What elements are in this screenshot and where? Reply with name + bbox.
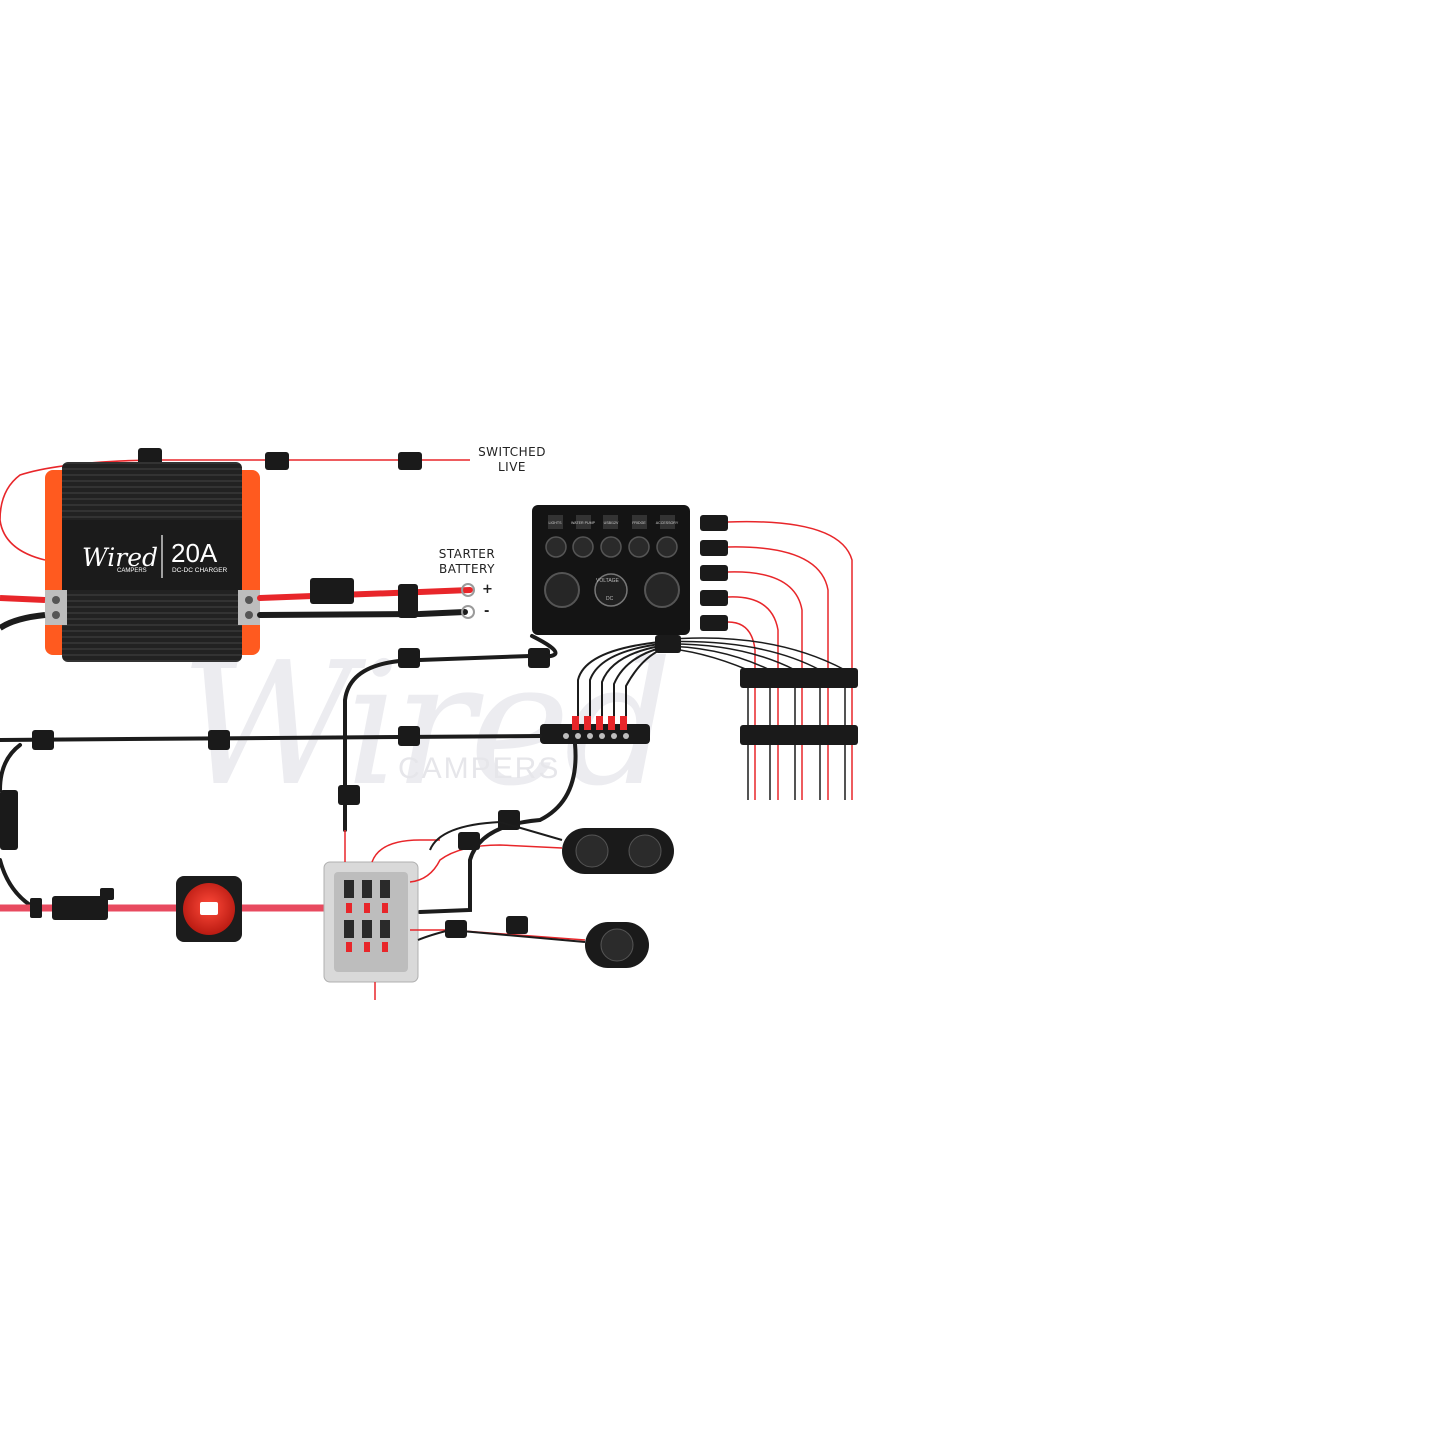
switch-label-5: ACCESSORY — [656, 521, 679, 525]
switched-live-line2: LIVE — [497, 460, 526, 474]
cable-clips-mid — [32, 648, 550, 830]
dc-dc-charger — [45, 462, 260, 662]
panel-ground-fan — [577, 641, 661, 725]
charger-rating: 20A — [171, 538, 218, 568]
dual-usb-socket — [562, 828, 674, 874]
starter-battery-leads — [257, 578, 475, 619]
switch-label-1: LIGHTS — [549, 521, 563, 525]
charger-brand-sub: CAMPERS — [117, 568, 147, 574]
black-cable-runs — [0, 634, 578, 914]
starter-battery-label: STARTER BATTERY — [427, 547, 507, 577]
positive-sign: + — [482, 582, 493, 597]
fuse-box — [323, 861, 419, 983]
watermark-sub: CAMPERS — [398, 752, 561, 785]
negative-sign: - — [484, 604, 490, 619]
switch-output-red-wires — [727, 520, 853, 800]
charger-type: DC-DC CHARGER — [172, 567, 228, 574]
starter-battery-line2: BATTERY — [439, 562, 495, 576]
mega-fuse-holder — [52, 888, 114, 920]
switch-label-2: WATER PUMP — [571, 521, 596, 525]
single-12v-socket — [585, 922, 649, 968]
starter-battery-line1: STARTER — [438, 547, 496, 561]
switch-panel — [532, 505, 690, 635]
voltmeter-sub: DC — [606, 596, 614, 602]
inline-fuse-holders — [700, 515, 728, 631]
output-cable-clips — [740, 668, 858, 745]
charger-brand: Wired — [82, 543, 158, 572]
cable-clips-top — [138, 448, 422, 470]
fuse-box-black-wires — [417, 820, 586, 943]
bus-bar — [540, 716, 650, 744]
battery-isolator-switch — [176, 876, 242, 942]
left-edge-device — [0, 790, 18, 850]
switch-label-3: USB/12V — [604, 521, 619, 525]
switched-live-line1: SWITCHED — [478, 445, 546, 459]
voltmeter-label: VOLTAGE — [596, 578, 620, 584]
switched-live-label: SWITCHED LIVE — [472, 445, 552, 475]
switch-label-4: FRIDGE — [632, 521, 646, 525]
switch-output-black-wires — [659, 637, 846, 800]
